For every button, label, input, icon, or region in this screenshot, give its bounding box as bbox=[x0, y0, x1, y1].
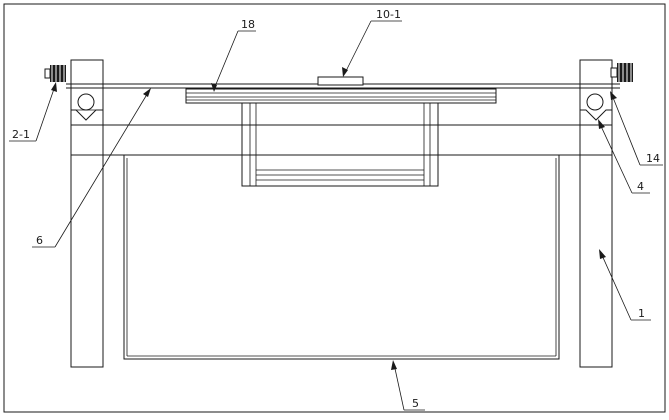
callout-2-1: 2-1 bbox=[9, 82, 57, 142]
crossbeam bbox=[71, 124, 612, 156]
callout-14: 14 bbox=[610, 91, 663, 166]
right-wheel-bracket bbox=[579, 93, 613, 126]
drawing-border bbox=[3, 3, 666, 413]
callout-18: 18 bbox=[211, 18, 256, 92]
label-2-1: 2-1 bbox=[12, 128, 30, 141]
label-18: 18 bbox=[241, 18, 255, 31]
hanging-frame bbox=[241, 102, 439, 187]
left-gear-icon bbox=[44, 65, 66, 82]
carriage-plate bbox=[185, 88, 497, 104]
right-post bbox=[579, 59, 613, 368]
label-14: 14 bbox=[646, 152, 660, 165]
label-10-1: 10-1 bbox=[376, 8, 401, 21]
callout-10-1: 10-1 bbox=[342, 8, 402, 77]
label-6: 6 bbox=[36, 234, 43, 247]
left-post bbox=[70, 59, 104, 368]
top-block bbox=[317, 76, 364, 86]
left-wheel-bracket bbox=[70, 93, 104, 126]
callout-4: 4 bbox=[598, 119, 650, 194]
callout-6: 6 bbox=[32, 88, 151, 248]
label-4: 4 bbox=[637, 180, 644, 193]
container-box bbox=[123, 154, 560, 360]
label-1: 1 bbox=[638, 307, 645, 320]
callout-5: 5 bbox=[391, 360, 425, 411]
label-5: 5 bbox=[412, 397, 419, 410]
callout-1: 1 bbox=[599, 249, 651, 321]
right-gear-icon bbox=[610, 63, 633, 82]
